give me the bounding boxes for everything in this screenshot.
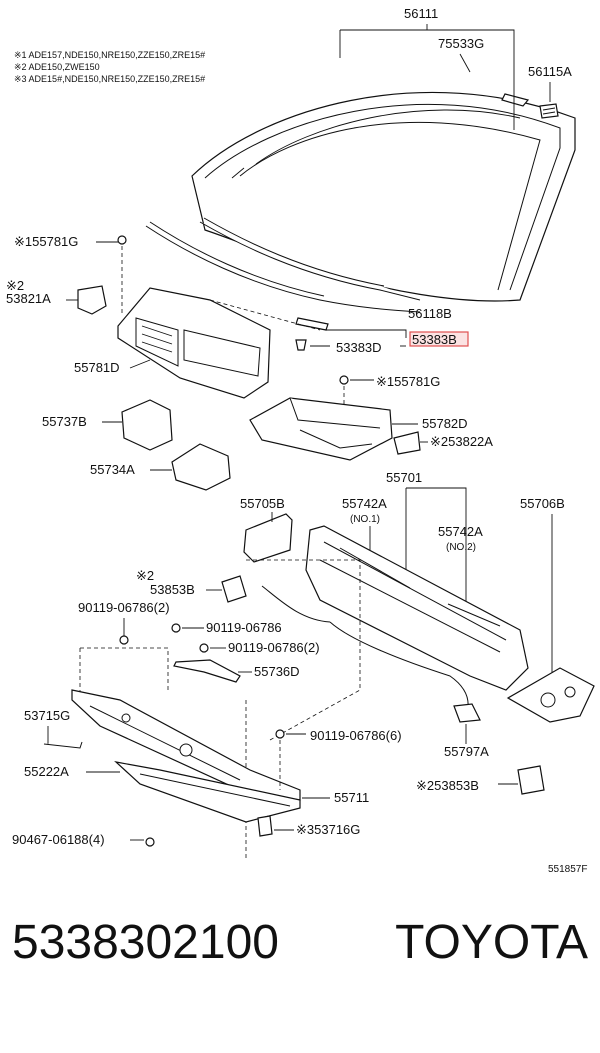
bracket-53822A <box>393 431 421 455</box>
label-55706B: 55706B <box>520 496 565 511</box>
clip-53383D <box>295 339 307 351</box>
bolt-90119-b <box>199 643 209 653</box>
label-55742A-1-sub: (NO.1) <box>350 514 380 525</box>
seal-55711 <box>114 761 301 823</box>
footer-part-number: 5338302100 <box>12 916 279 969</box>
label-56111: 56111 <box>404 6 438 21</box>
label-53716G: ※353716G <box>296 822 360 837</box>
footer: 5338302100 TOYOTA <box>0 905 600 1035</box>
label-90467: 90467-06188(4) <box>12 832 105 847</box>
bracket-55797A <box>453 703 481 723</box>
label-55701: 55701 <box>386 470 422 485</box>
label-55734A: 55734A <box>90 462 135 477</box>
duct-55734A <box>171 443 231 491</box>
label-55782D: 55782D <box>422 416 468 431</box>
bolt-90119-6 <box>275 729 285 739</box>
label-53383B: 53383B <box>412 332 457 347</box>
hose-right <box>329 621 469 717</box>
panel-55782D <box>249 397 393 461</box>
label-55797A: 55797A <box>444 744 489 759</box>
label-53821A: 53821A <box>6 291 51 306</box>
pad-53853B-right <box>517 765 545 795</box>
note-1: ※1 ADE157,NDE150,NRE150,ZZE150,ZRE15# <box>14 50 205 60</box>
label-55742A-1: 55742A <box>342 496 387 511</box>
label-56118B: 56118B <box>408 306 452 321</box>
pad-53853B-left <box>221 575 247 603</box>
label-53853B-right: ※253853B <box>416 778 479 793</box>
label-56115A: 56115A <box>528 64 572 79</box>
label-90119-b: 90119-06786(2) <box>228 640 320 655</box>
label-55781G-top: ※155781G <box>14 234 78 249</box>
label-55222A: 55222A <box>24 764 69 779</box>
note-3: ※3 ADE15#,NDE150,NRE150,ZZE150,ZRE15# <box>14 74 205 84</box>
label-55742A-2-sub: (NO.2) <box>446 542 476 553</box>
label-53821A-note: ※2 <box>6 278 24 293</box>
weatherstrip-56118B <box>145 217 421 331</box>
label-55781D: 55781D <box>74 360 120 375</box>
bracket-55706B <box>506 667 595 723</box>
bolt-90119-2 <box>119 635 129 645</box>
label-55736D: 55736D <box>254 664 300 679</box>
cowl-louver-55781D <box>117 287 271 399</box>
cowl-panel-55701 <box>305 525 529 691</box>
label-55742A-2: 55742A <box>438 524 483 539</box>
highlight-53383B <box>409 331 469 347</box>
bolt-90119-a <box>171 623 181 633</box>
label-55781G-mid: ※155781G <box>376 374 440 389</box>
label-90119-a: 90119-06786 <box>206 620 282 635</box>
cable-53715G <box>43 741 83 749</box>
parts-diagram: ※1 ADE157,NDE150,NRE150,ZZE150,ZRE15# ※2… <box>6 6 595 875</box>
bracket-55705B <box>243 513 293 563</box>
clip-55781G-top <box>117 235 127 245</box>
reference-number: 551857F <box>548 864 587 875</box>
seal-55737B <box>121 399 173 451</box>
label-53853B-left: 53853B <box>150 582 195 597</box>
windshield-glass <box>191 91 576 302</box>
label-55737B: 55737B <box>42 414 87 429</box>
note-2: ※2 ADE150,ZWE150 <box>14 62 100 72</box>
label-53853B-note: ※2 <box>136 568 154 583</box>
label-75533G: 75533G <box>438 36 484 51</box>
bracket-55736D <box>173 659 241 683</box>
label-55705B: 55705B <box>240 496 285 511</box>
label-55711: 55711 <box>334 790 369 805</box>
bracket-53821A <box>77 285 107 315</box>
label-53822A: ※253822A <box>430 434 493 449</box>
label-90119-2: 90119-06786(2) <box>78 600 170 615</box>
label-53715G: 53715G <box>24 708 70 723</box>
clip-56115A <box>539 103 559 119</box>
label-90119-6: 90119-06786(6) <box>310 728 402 743</box>
clip-53716G <box>257 815 273 837</box>
clip-90467 <box>145 837 155 847</box>
clip-55781G-mid <box>339 375 349 385</box>
footer-brand: TOYOTA <box>395 916 588 969</box>
label-53383D: 53383D <box>336 340 382 355</box>
hose-left <box>261 585 331 623</box>
